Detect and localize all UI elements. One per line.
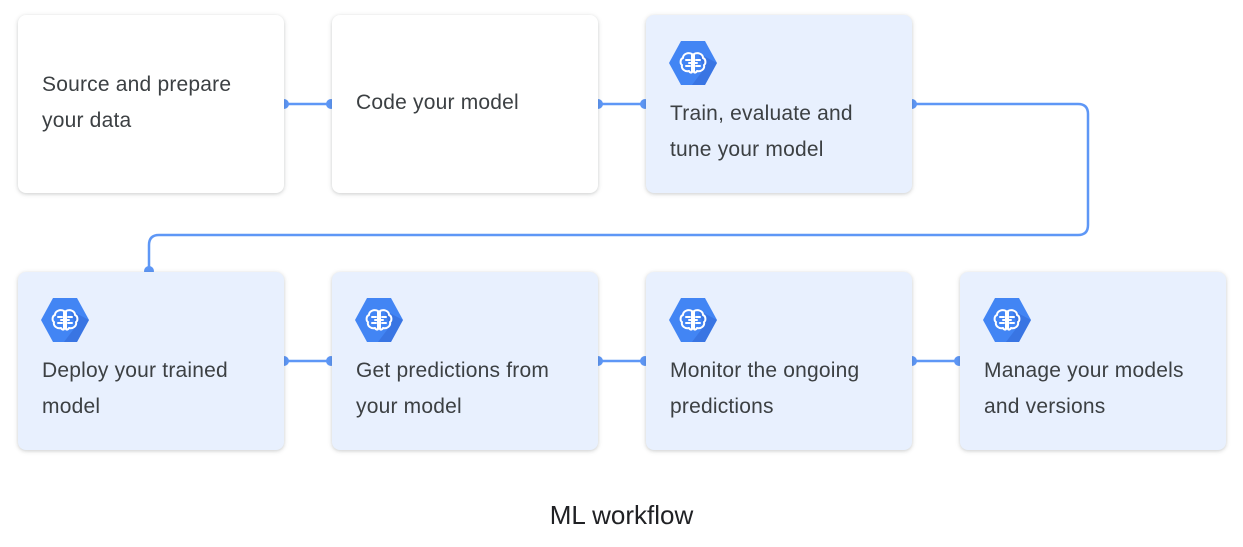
diagram-caption: ML workflow xyxy=(549,500,694,530)
step-label: Code your model xyxy=(356,91,519,114)
step-label: Deploy your trained model xyxy=(42,359,228,418)
step-label: Monitor the ongoing predictions xyxy=(670,359,860,418)
step-label: Get predictions from your model xyxy=(356,359,550,418)
connector-3-4 xyxy=(147,102,1090,271)
ai-platform-icon xyxy=(669,41,717,85)
step-label: Manage your models and versions xyxy=(984,359,1184,418)
ai-platform-icon xyxy=(669,298,717,342)
ai-platform-icon xyxy=(983,298,1031,342)
step-get-predictions: Get predictions from your model xyxy=(332,272,598,450)
ai-platform-icon xyxy=(41,298,89,342)
step-deploy-model: Deploy your trained model xyxy=(18,272,284,450)
step-label: Source and prepare your data xyxy=(42,73,232,132)
step-label: Train, evaluate and tune your model xyxy=(670,102,853,161)
step-monitor-predictions: Monitor the ongoing predictions xyxy=(646,272,912,450)
step-train-evaluate-tune: Train, evaluate and tune your model xyxy=(646,15,912,193)
ai-platform-icon xyxy=(355,298,403,342)
step-code-model: Code your model xyxy=(332,15,598,193)
step-manage-models: Manage your models and versions xyxy=(960,272,1226,450)
step-source-data: Source and prepare your data xyxy=(18,15,284,193)
